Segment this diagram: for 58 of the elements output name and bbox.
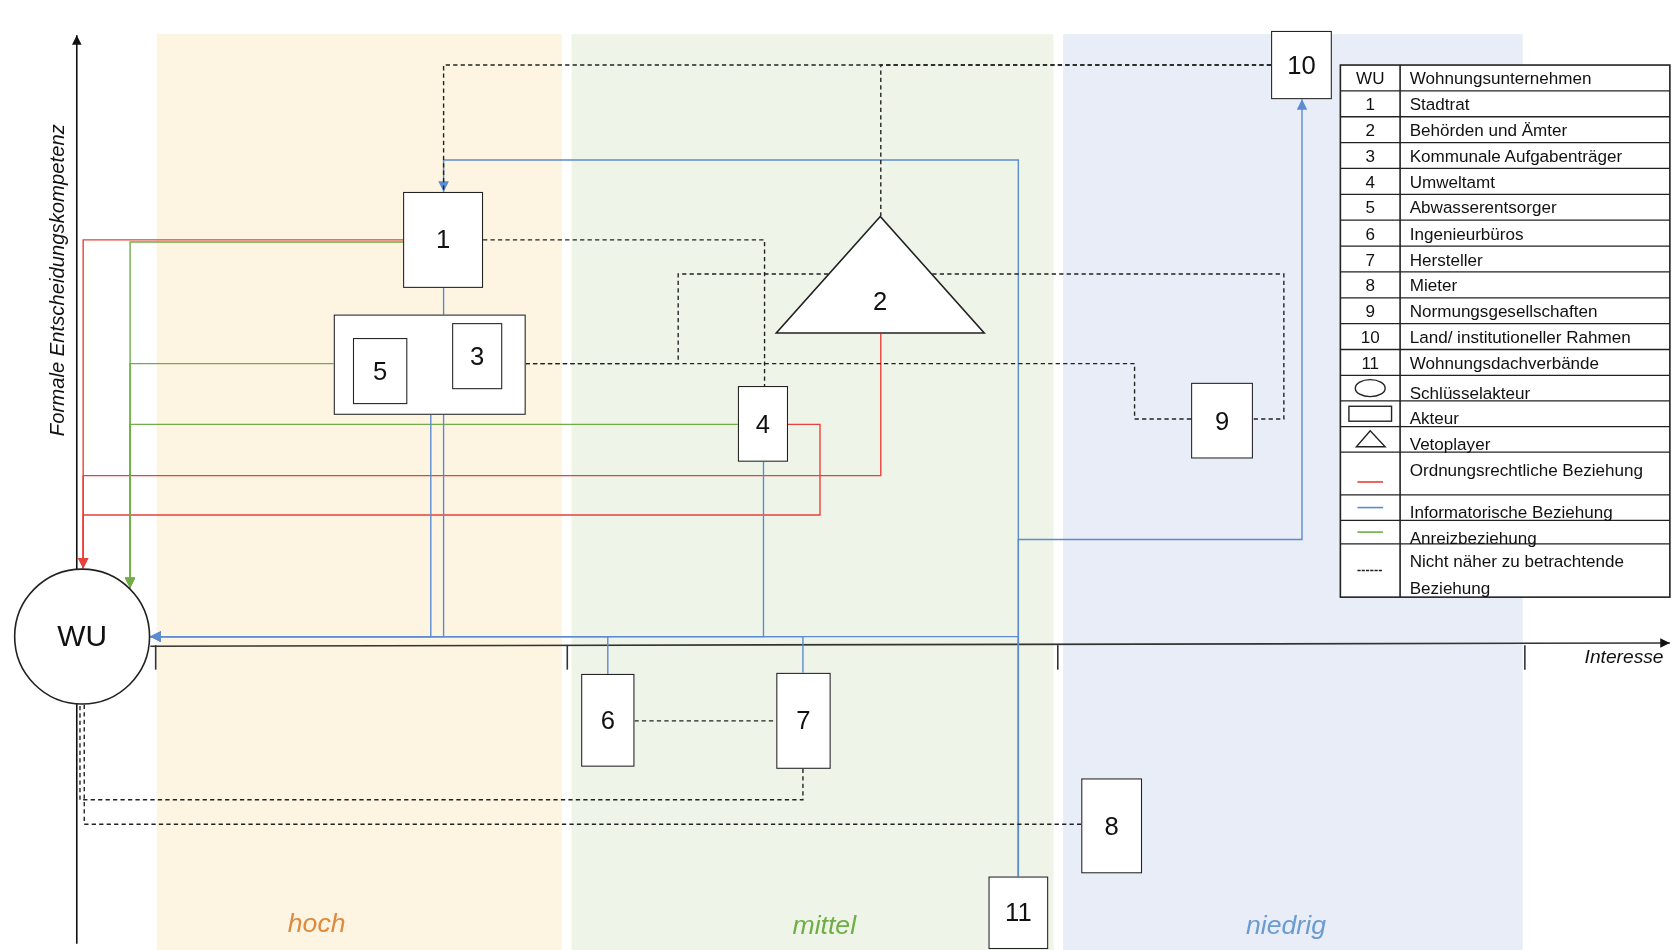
axis-label: Interesse — [1584, 647, 1664, 667]
legend-text: Ordnungsrechtliche Beziehung — [1409, 459, 1644, 481]
actor-box: 9 — [1191, 382, 1253, 459]
actor-circle: WU — [13, 568, 151, 705]
dashed-line — [482, 239, 766, 387]
group-box — [333, 314, 526, 415]
actor-name: Stadtrat — [1409, 96, 1470, 114]
actor-box: 3 — [452, 323, 503, 390]
actor-code: 3 — [1365, 147, 1375, 165]
actor-name: Hersteller — [1409, 251, 1483, 269]
actor-code: 9 — [1365, 303, 1375, 321]
dashed-line — [83, 704, 1082, 825]
actor-code: 4 — [1365, 173, 1375, 191]
actor-name: Behörden und Ämter — [1409, 122, 1568, 140]
actor-box: 7 — [776, 672, 831, 769]
actor-box: 10 — [1271, 30, 1332, 100]
actor-code: 8 — [1365, 277, 1375, 295]
band-label: hoch — [287, 909, 346, 937]
actor-name: Umweltamt — [1409, 173, 1495, 191]
actor-code: WU — [1356, 70, 1385, 88]
actor-code: 7 — [1365, 251, 1375, 269]
actor-box: 5 — [352, 338, 408, 405]
band-label: niedrig — [1245, 911, 1326, 939]
actor-code: 1 — [1365, 96, 1375, 114]
dashed-line — [880, 64, 1272, 217]
actor-name: Land/ institutioneller Rahmen — [1409, 328, 1631, 346]
actor-code: 5 — [1365, 199, 1375, 217]
arrow — [77, 423, 821, 570]
actor-name: Kommunale Aufgabenträger — [1409, 147, 1623, 165]
legend-text: Akteur — [1409, 408, 1460, 430]
veto-triangle: 2 — [775, 215, 986, 334]
actor-code: 2 — [1365, 122, 1375, 140]
actor-box: 4 — [737, 386, 788, 462]
band-label: mittel — [792, 911, 857, 939]
actor-name: Abwasserentsorger — [1409, 199, 1557, 217]
actor-code: 11 — [1361, 354, 1380, 372]
actor-name: Normungsgesellschaften — [1409, 303, 1598, 321]
arrow — [124, 423, 739, 589]
actor-name: Wohnungsdachverbände — [1409, 354, 1600, 372]
dashed-line — [525, 273, 829, 365]
actor-name: Ingenieurbüros — [1409, 225, 1524, 243]
legend-text: Informatorische Beziehung — [1409, 502, 1614, 524]
actor-code: 6 — [1365, 225, 1375, 243]
dashed-line — [931, 273, 1285, 420]
legend-text: Schlüsselakteur — [1409, 382, 1532, 404]
legend-text: Vetoplayer — [1409, 434, 1492, 456]
actor-box: 8 — [1081, 778, 1143, 874]
dashed-line — [79, 704, 804, 801]
actor-code: 10 — [1360, 328, 1380, 346]
actor-box: 1 — [403, 191, 484, 288]
actor-name: Mieter — [1409, 277, 1458, 295]
actor-box: 11 — [988, 876, 1049, 950]
legend-text: Nicht näher zu betrachtende Beziehung — [1409, 551, 1626, 600]
actor-box: 6 — [581, 673, 635, 767]
arrow — [1017, 98, 1308, 878]
axis-label: Formale Entscheidungskompetenz — [46, 122, 68, 438]
legend-text: Anreizbeziehung — [1409, 527, 1538, 550]
actor-name: Wohnungsunternehmen — [1409, 70, 1592, 88]
